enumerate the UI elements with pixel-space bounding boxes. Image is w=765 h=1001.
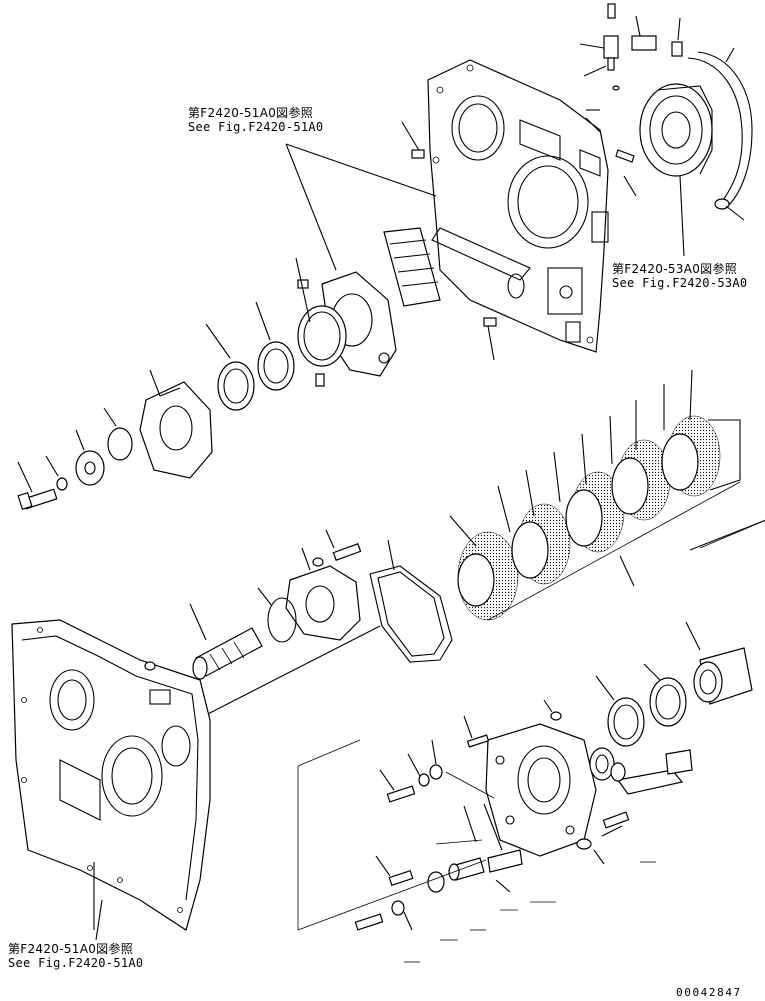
leader-bottom-ref <box>95 899 103 941</box>
drive-flange-yoke <box>139 369 213 479</box>
reference-note-bottom-left-jp: 第F2420-51A0図参照 <box>8 942 134 956</box>
leader-lines-discs <box>449 369 765 587</box>
front-cover-housing <box>427 59 609 353</box>
bearing-retainer <box>297 271 397 377</box>
upper-bolts <box>297 149 497 387</box>
splined-shaft <box>189 603 381 719</box>
ring-gear <box>615 83 713 177</box>
reference-note-right-jp: 第F2420-53A0図参照 <box>612 262 738 276</box>
lower-fasteners <box>354 699 605 931</box>
reference-note-top-left-en: See Fig.F2420-51A0 <box>188 120 324 134</box>
reference-note-right: 第F2420-53A0図参照 See Fig.F2420-53A0 <box>612 262 747 290</box>
leader-lines-upper <box>285 15 745 361</box>
fittings-and-hose <box>603 3 753 210</box>
assembly-brackets <box>297 519 765 963</box>
flange-bolt <box>17 461 58 510</box>
clutch-disc-pack <box>457 415 741 621</box>
transmission-case <box>11 619 211 931</box>
seals-and-rings <box>45 257 311 491</box>
hub-and-seals <box>595 621 753 837</box>
cover-plate <box>257 529 362 643</box>
reference-note-top-left-jp: 第F2420-51A0図参照 <box>188 106 314 120</box>
reference-note-right-en: See Fig.F2420-53A0 <box>612 276 748 290</box>
reference-note-bottom-left: 第F2420-51A0図参照 See Fig.F2420-51A0 <box>8 942 143 970</box>
reference-note-top-left: 第F2420-51A0図参照 See Fig.F2420-51A0 <box>188 106 323 134</box>
gasket <box>369 539 453 663</box>
spring-plate-set <box>383 227 441 307</box>
pump-assembly <box>485 723 615 857</box>
drawing-number: 00042847 <box>676 986 742 999</box>
reference-note-bottom-left-en: See Fig.F2420-51A0 <box>8 956 144 970</box>
